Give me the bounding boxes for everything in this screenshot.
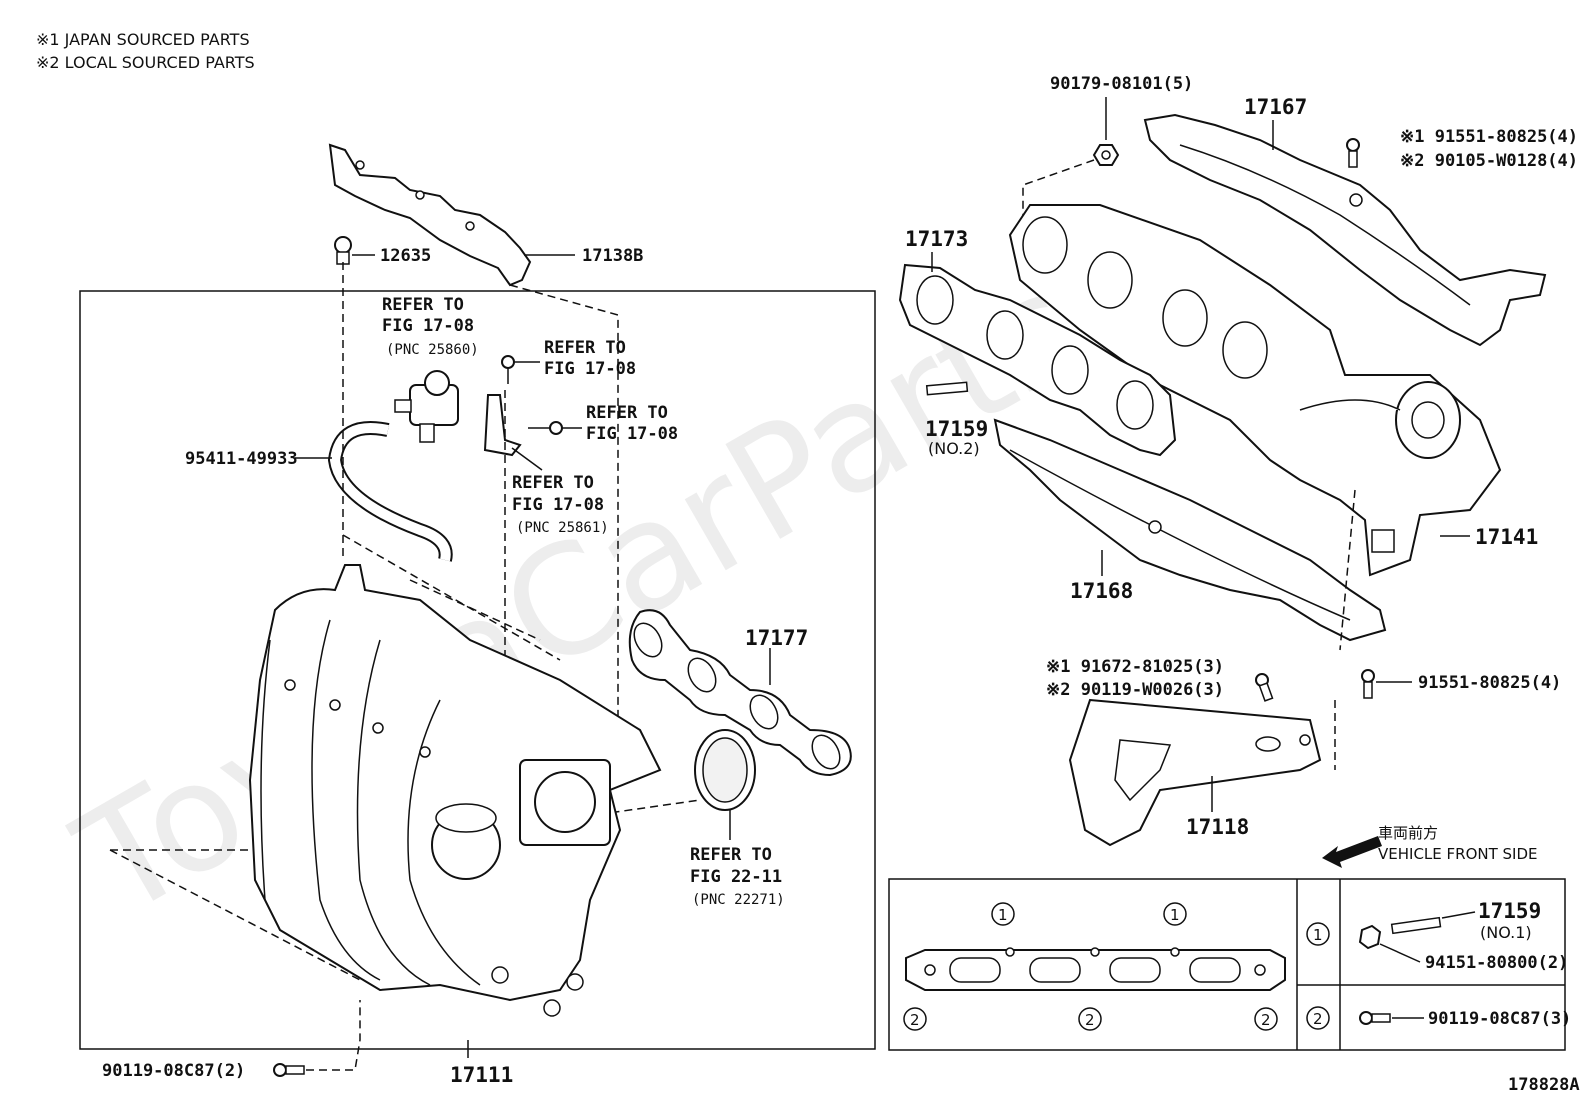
- gasket-17173[interactable]: [898, 263, 1177, 457]
- bolt-refer-c[interactable]: [528, 421, 563, 435]
- svg-text:1: 1: [1313, 926, 1323, 944]
- refer-e-line1: REFER TO: [690, 845, 772, 865]
- refer-a-line1: REFER TO: [382, 295, 464, 315]
- label-90119-08c87-2: 90119-08C87(2): [102, 1061, 245, 1081]
- vehicle-front-jp: 車両前方: [1378, 824, 1438, 842]
- gasket-plate-detail[interactable]: [905, 947, 1286, 991]
- callout-1-side: 1: [1306, 922, 1330, 946]
- nut-94151[interactable]: [1358, 924, 1382, 950]
- callout-1-b: 1: [1163, 902, 1187, 926]
- intake-manifold-17111[interactable]: [248, 564, 662, 1017]
- bolt-refer-b[interactable]: [501, 355, 515, 384]
- svg-text:2: 2: [1313, 1010, 1323, 1028]
- callout-2-c: 2: [1254, 1007, 1278, 1031]
- heat-insulator-17168[interactable]: [993, 418, 1387, 642]
- svg-text:2: 2: [1261, 1011, 1271, 1029]
- svg-text:1: 1: [1170, 906, 1180, 924]
- gasket-17177[interactable]: [628, 609, 852, 777]
- plug-12635[interactable]: [334, 236, 352, 265]
- intake-manifold-frame: [79, 290, 876, 1050]
- callout-2-b: 2: [1078, 1007, 1102, 1031]
- label-17111: 17111: [450, 1063, 513, 1087]
- refer-d-line1: REFER TO: [512, 473, 594, 493]
- refer-a-line2: FIG 17-08: [382, 316, 474, 336]
- stud-17159-no2[interactable]: [925, 381, 969, 396]
- detail-box: [888, 878, 1566, 1051]
- figure-code: 178828A: [1508, 1075, 1580, 1095]
- refer-b-line1: REFER TO: [544, 338, 626, 358]
- nut-90179[interactable]: [1092, 144, 1120, 166]
- label-95411: 95411-49933: [185, 449, 298, 469]
- bracket-17118[interactable]: [1068, 698, 1322, 847]
- label-17159-no2: 17159: [925, 417, 988, 441]
- label-17167: 17167: [1244, 95, 1307, 119]
- label-94151: 94151-80800(2): [1425, 953, 1568, 973]
- label-17138b: 17138B: [582, 246, 643, 266]
- label-17177: 17177: [745, 626, 808, 650]
- japan-sourced-note: ※1 JAPAN SOURCED PARTS: [36, 30, 250, 49]
- bolt-91551-lower[interactable]: [1361, 669, 1375, 699]
- heat-insulator-17167[interactable]: [1143, 113, 1547, 347]
- callout-2-a: 2: [903, 1007, 927, 1031]
- bolt-91551-top[interactable]: [1346, 138, 1360, 168]
- throttle-gasket[interactable]: [694, 729, 756, 811]
- label-12635: 12635: [380, 246, 431, 266]
- label-17168: 17168: [1070, 579, 1133, 603]
- exhaust-manifold-17141[interactable]: [1008, 204, 1502, 577]
- refer-d-line2: FIG 17-08: [512, 495, 604, 515]
- label-90119-w0026: ※2 90119-W0026(3): [1046, 680, 1224, 700]
- callout-1-a: 1: [991, 902, 1015, 926]
- label-17173: 17173: [905, 227, 968, 251]
- local-sourced-note: ※2 LOCAL SOURCED PARTS: [36, 53, 255, 72]
- refer-e-line2: FIG 22-11: [690, 867, 782, 887]
- refer-a-line3: (PNC 25860): [386, 342, 479, 358]
- vehicle-front-en: VEHICLE FRONT SIDE: [1378, 845, 1538, 863]
- label-17159-no1: 17159: [1478, 899, 1541, 923]
- label-no1: (NO.1): [1480, 923, 1532, 942]
- vehicle-front-arrow-icon: [1322, 836, 1382, 868]
- hose-95411[interactable]: [327, 421, 453, 562]
- bracket-17138b[interactable]: [328, 143, 532, 287]
- refer-d-line3: (PNC 25861): [516, 520, 609, 536]
- label-17118: 17118: [1186, 815, 1249, 839]
- callout-2-side: 2: [1306, 1006, 1330, 1030]
- bolt-91672[interactable]: [1255, 673, 1274, 702]
- svg-text:1: 1: [998, 906, 1008, 924]
- label-90119-08c87-3: 90119-08C87(3): [1428, 1009, 1571, 1029]
- bolt-90119-08c87-2[interactable]: [273, 1063, 305, 1077]
- bolt-90119-08c87-3[interactable]: [1359, 1011, 1391, 1025]
- refer-c-line1: REFER TO: [586, 403, 668, 423]
- refer-e-line3: (PNC 22271): [692, 892, 785, 908]
- bracket-refer-d[interactable]: [483, 394, 522, 457]
- refer-b-line2: FIG 17-08: [544, 359, 636, 379]
- label-91551-lower: 91551-80825(4): [1418, 673, 1561, 693]
- vsv-valve[interactable]: [394, 370, 459, 443]
- label-90179: 90179-08101(5): [1050, 74, 1193, 94]
- label-no2: (NO.2): [928, 439, 980, 458]
- label-91672: ※1 91672-81025(3): [1046, 657, 1224, 677]
- label-90105: ※2 90105-W0128(4): [1400, 151, 1578, 171]
- label-91551-top: ※1 91551-80825(4): [1400, 127, 1578, 147]
- refer-c-line2: FIG 17-08: [586, 424, 678, 444]
- label-17141: 17141: [1475, 525, 1538, 549]
- stud-17159-no1[interactable]: [1390, 916, 1442, 935]
- svg-text:2: 2: [1085, 1011, 1095, 1029]
- svg-text:2: 2: [910, 1011, 920, 1029]
